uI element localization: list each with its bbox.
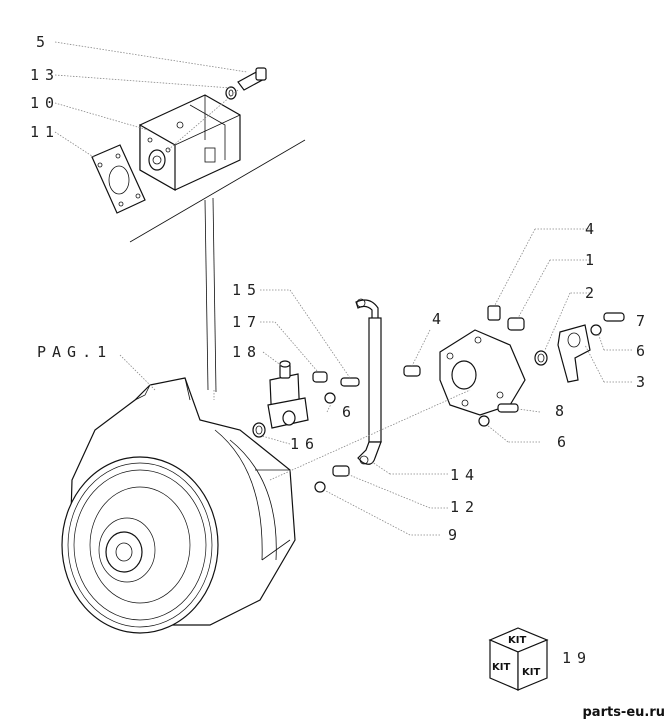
gasket-plate-part (91, 144, 146, 214)
elbow-flange-3-part (557, 324, 591, 383)
assembly-centerlines (167, 89, 471, 481)
callout-18: 18 (232, 343, 262, 361)
callout-4b: 4 (432, 310, 447, 328)
callout-7: 7 (636, 312, 651, 330)
fitting-12-part (332, 465, 350, 477)
callout-6c: 6 (557, 433, 572, 451)
callout-15: 15 (232, 281, 262, 299)
callout-4a: 4 (585, 220, 600, 238)
washer-6a-part (590, 324, 602, 336)
fitting-17-part (312, 371, 328, 383)
washer-16-part (252, 422, 266, 438)
mounting-plane-lines (129, 139, 306, 400)
kit-cube-icon: KIT KIT KIT (488, 627, 549, 691)
kit-label-right: KIT (522, 667, 540, 678)
callout-17: 17 (232, 313, 262, 331)
callout-6b: 6 (342, 403, 357, 421)
valve-block-part (267, 360, 309, 429)
callout-9: 9 (448, 526, 463, 544)
kit-label-top: KIT (508, 635, 526, 646)
bolt-5-part (237, 67, 267, 91)
gearbox-housing-part (61, 377, 296, 634)
fitting-4b-part (403, 365, 421, 377)
washer-6c-part (478, 415, 490, 427)
fitting-15-part (340, 377, 360, 387)
callout-3: 3 (636, 373, 651, 391)
washer-13-part (225, 86, 237, 100)
callout-19: 19 (562, 649, 592, 667)
bolt-7-part (603, 312, 625, 322)
washer-9-part (314, 481, 326, 493)
callout-2: 2 (585, 284, 600, 302)
callout-16: 16 (290, 435, 320, 453)
callout-12: 12 (450, 498, 480, 516)
callout-6a: 6 (636, 342, 651, 360)
leader-lines (54, 41, 632, 536)
watermark-text: parts-eu.ru (582, 705, 665, 720)
adapter-housing-part (439, 305, 526, 416)
callout-1: 1 (585, 251, 600, 269)
hose-14-part (355, 298, 382, 465)
kit-label-left: KIT (492, 662, 510, 673)
callout-labels: 5 13 10 11 4 1 2 7 6 3 15 17 4 18 6 8 6 … (30, 33, 651, 667)
callout-10: 10 (30, 94, 60, 112)
callout-13: 13 (30, 66, 60, 84)
page-reference-label: PAG.1 (37, 343, 112, 361)
callout-8: 8 (555, 402, 570, 420)
bolt-8-part (497, 403, 519, 413)
washer-2-part (534, 350, 548, 366)
hydraulic-pump-part (139, 94, 241, 192)
callout-11: 11 (30, 123, 60, 141)
callout-5: 5 (36, 33, 51, 51)
callout-14: 14 (450, 466, 480, 484)
washer-6b-part (324, 392, 336, 404)
